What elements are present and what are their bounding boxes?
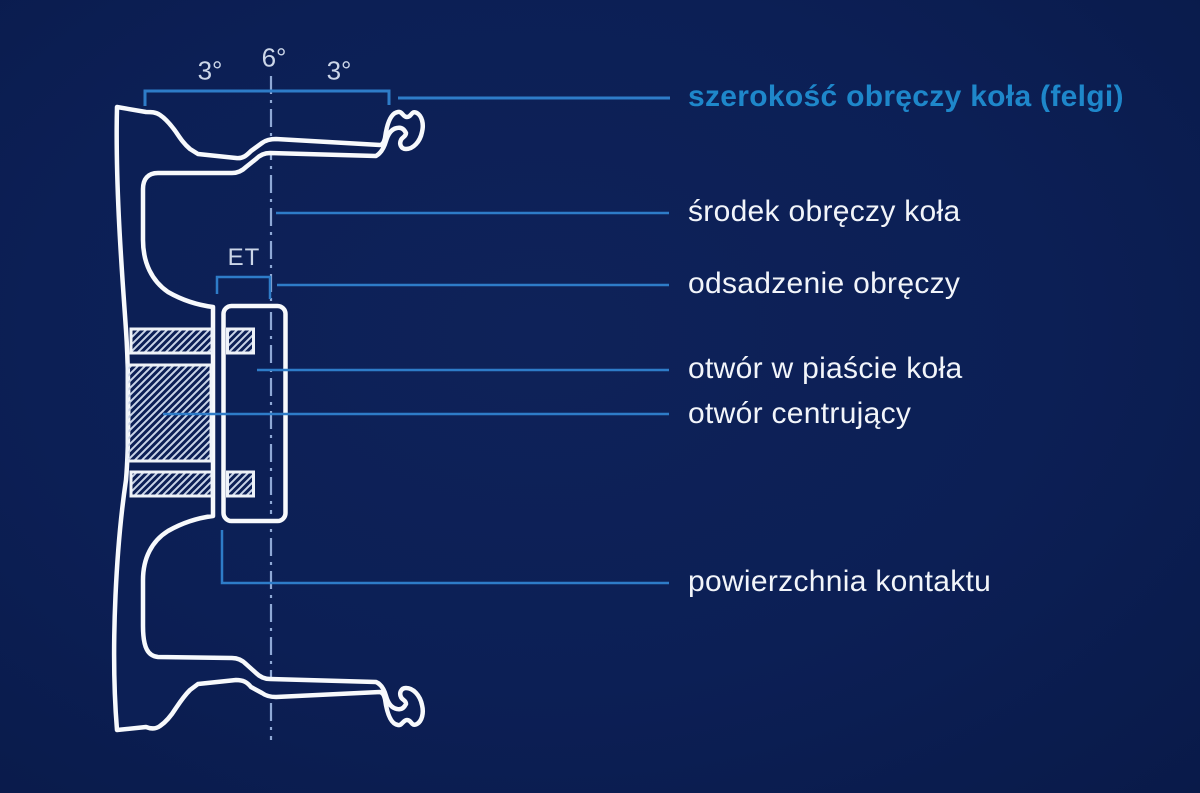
rim-width-bracket (143, 89, 391, 106)
rim-offset-label: odsadzenie obręczy (688, 267, 961, 300)
hub-bore-label: otwór w piaście koła (688, 352, 963, 385)
contact-surface-leader (220, 530, 669, 585)
hatch-upper-flange-right (226, 327, 255, 355)
bead-angle-right-label: 3° (326, 55, 352, 86)
center-angle-label: 6° (261, 42, 287, 73)
et-offset-label: ET (227, 244, 261, 271)
et-bracket (215, 275, 272, 299)
contact-surface-label: powierzchnia kontaktu (688, 565, 992, 598)
rim-width-label: szerokość obręczy koła (felgi) (688, 80, 1124, 113)
bead-angle-left-label: 3° (197, 55, 223, 86)
hatch-lower-flange-right (226, 470, 255, 498)
hatch-lower-flange-left (129, 470, 214, 498)
rim-center-label: środek obręczy koła (688, 195, 961, 228)
hatch-upper-flange-left (129, 327, 214, 355)
dimension-lines (143, 89, 670, 585)
center-bore-label: otwór centrujący (688, 397, 912, 430)
